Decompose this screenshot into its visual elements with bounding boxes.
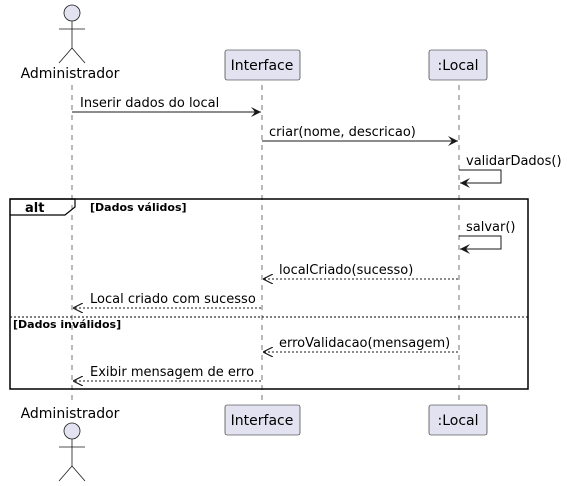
message-label: Exibir mensagem de erro [90,365,254,380]
message-criar: criar(nome, descricao) [262,125,458,146]
fragment-guard-valid: [Dados válidos] [90,201,187,214]
actor-administrador-label: Administrador [21,66,120,82]
actor-administrador-label-bottom: Administrador [21,406,120,422]
message-salvar: salvar() [459,220,516,254]
message-label: salvar() [466,220,516,235]
message-label: erroValidacao(mensagem) [279,336,450,351]
actor-administrador-bottom: Administrador [21,406,120,482]
message-local-criado-sucesso: Local criado com sucesso [73,292,261,308]
alt-fragment: alt [Dados válidos] [Dados inválidos] [9,198,529,390]
message-exibir-erro: Exibir mensagem de erro [73,365,261,381]
fragment-keyword: alt [25,201,44,216]
participant-interface-bottom: Interface [224,404,301,436]
message-validar-dados: validarDados() [459,154,562,188]
participant-local-label-bottom: :Local [437,413,478,429]
message-inserir-dados: Inserir dados do local [72,96,261,117]
participant-interface-top: Interface [224,49,301,81]
message-local-criado: localCriado(sucesso) [263,263,458,279]
fragment-guard-invalid: [Dados inválidos] [13,318,121,331]
message-label: Local criado com sucesso [90,292,256,307]
message-label: Inserir dados do local [80,96,219,111]
participant-interface-label: Interface [231,58,294,74]
participant-local-label: :Local [437,58,478,74]
message-label: localCriado(sucesso) [279,263,413,278]
actor-administrador-top: Administrador [21,4,120,82]
message-erro-validacao: erroValidacao(mensagem) [263,336,458,352]
participant-local-top: :Local [428,49,488,81]
message-label: validarDados() [466,154,562,169]
participant-interface-label-bottom: Interface [231,413,294,429]
message-label: criar(nome, descricao) [269,125,416,140]
participant-local-bottom: :Local [428,404,488,436]
